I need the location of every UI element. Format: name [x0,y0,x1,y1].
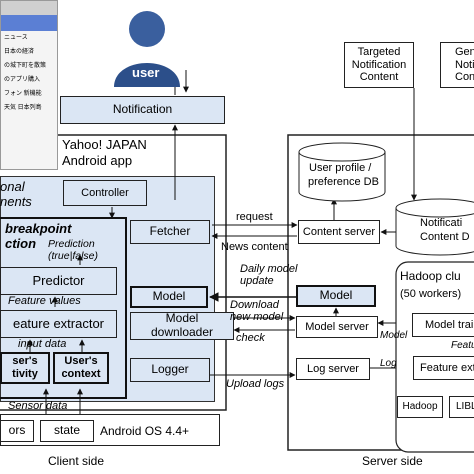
notification-db-cylinder [395,198,474,256]
phone-news-row: ニュース [4,35,28,41]
os-label: Android OS 4.4+ [100,424,190,438]
server-frame [287,134,474,451]
upload-logs-label: Upload logs [226,378,285,390]
phone-news-row: 天気 日本列島 [4,105,42,111]
content-server-box: Content server [298,220,380,244]
hadoop-box: Hadoop [397,396,443,418]
hadoop-title-2: (50 workers) [400,288,462,300]
prediction-label-1: Prediction [48,238,95,250]
server-model-box: Model [296,285,376,307]
targeted-line1: Targeted [357,46,401,59]
log-flow-label: Log [380,358,397,369]
phone-news-row: の城下町を散策 [4,63,47,69]
logger-box: Logger [130,358,210,382]
generic-line1: Gen [455,46,474,59]
phone-status-bar [1,1,57,15]
model-trainer-box: Model train [412,313,474,337]
generic-line2: Notific [455,58,474,71]
users-context-line1: User's [64,355,98,368]
daily-update-label-1: Daily model [240,263,298,275]
generic-content-doc: Gen Notific Con [440,42,474,88]
notification-db-line1: Notificati [420,217,463,229]
daily-update-label-2: update [240,275,274,287]
check-label: check [236,332,265,344]
prediction-label-2: (true|false) [48,250,98,262]
model-flow-label: Model [380,330,408,341]
phone-search-bar [1,15,57,31]
notification-db-line2: Content D [420,231,470,243]
lib-box: LIBL [449,396,474,418]
download-label-2: new model [230,311,284,323]
state-box: state [40,420,94,442]
feature-extractor-box: eature extractor [0,310,117,338]
controller-box: Controller [63,180,147,206]
request-label: request [236,211,273,223]
user-profile-db-cylinder [298,142,386,202]
breakpoint-title-1: breakpoint [5,221,72,236]
phone-screenshot: ニュース 日本の経済 の城下町を散策 のアプリ購入 フォン 新機能 天気 日本列… [0,0,58,170]
user-profile-line2: preference DB [308,176,379,188]
model-downloader-line2: downloader [150,325,214,339]
users-activity-line1: ser's [12,355,38,368]
app-title-line2: Android app [62,153,133,168]
users-context-line2: context [61,368,101,380]
user-avatar-icon [114,11,180,87]
server-side-label: Server side [362,454,423,468]
model-downloader-box: Model downloader [130,311,234,340]
functional-label-2: nents [0,194,32,209]
client-side-label: Client side [48,454,105,468]
sensor-data-label: Sensor data [8,400,68,412]
input-data-label: input data [18,338,67,350]
targeted-line2: Notification [351,58,407,71]
fetcher-box: Fetcher [130,220,210,244]
phone-news-list: ニュース 日本の経済 の城下町を散策 のアプリ購入 フォン 新機能 天気 日本列… [1,31,46,115]
model-server-box: Model server [296,316,378,338]
functional-label-1: onal [0,179,25,194]
sensors-box: ors [0,420,34,442]
targeted-line3: Content [359,71,399,84]
users-context-box: User's context [53,352,109,384]
hadoop-title-1: Hadoop clu [400,269,461,283]
phone-news-row: のアプリ購入 [4,77,41,83]
os-row [0,414,220,446]
user-profile-line1: User profile / [309,162,372,174]
log-server-box: Log server [296,358,370,380]
notification-box: Notification [60,96,225,124]
feature-flow-label: Featu [451,340,474,351]
phone-news-row: フォン 新機能 [4,91,42,97]
download-label-1: Download [230,299,279,311]
users-activity-box: ser's tivity [0,352,50,384]
predictor-box: Predictor [0,267,117,295]
users-activity-line2: tivity [12,368,38,380]
phone-news-row: 日本の経済 [4,49,35,55]
feature-extraction-box: Feature extra [413,356,474,380]
news-content-label: News content [221,241,288,253]
client-model-box: Model [130,286,208,308]
client-frame [0,134,227,411]
user-label: user [132,65,160,80]
generic-line3: Con [455,71,474,84]
breakpoint-title-2: ction [5,236,37,251]
breakpoint-frame [0,217,127,399]
app-title-line1: Yahoo! JAPAN [62,137,147,152]
targeted-content-doc: Targeted Notification Content [344,42,414,88]
model-downloader-line1: Model [165,311,199,326]
feature-values-label: Feature values [8,295,81,307]
